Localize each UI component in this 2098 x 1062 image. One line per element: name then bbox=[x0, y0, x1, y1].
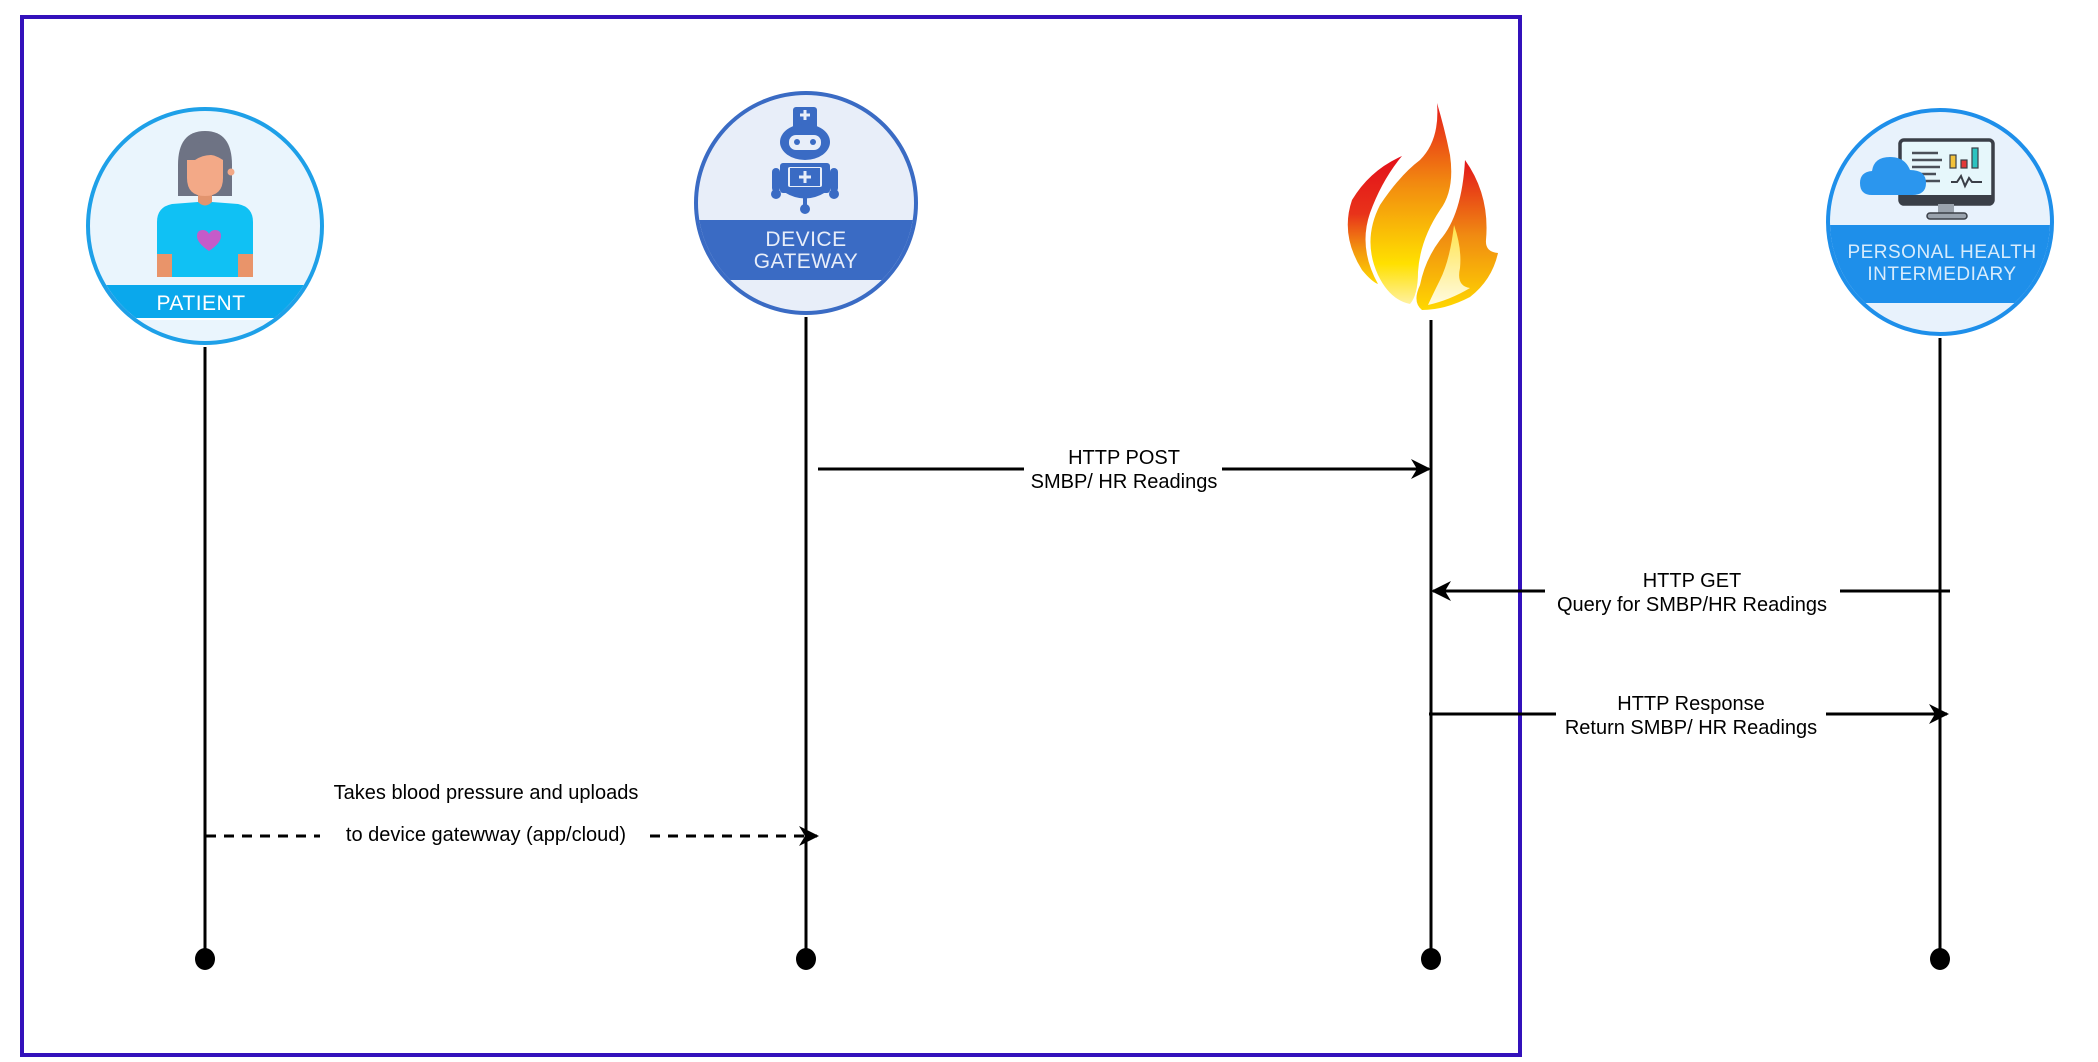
cloud-monitor-dashboard-icon bbox=[1860, 138, 1995, 220]
message-patient-upload-line-1: Takes blood pressure and uploads bbox=[334, 782, 639, 804]
message-http-post-line-2: SMBP/ HR Readings bbox=[1031, 471, 1218, 493]
phi-label-line-1: PERSONAL HEALTH bbox=[1847, 242, 2036, 263]
message-http-response[interactable]: HTTP Response Return SMBP/ HR Readings bbox=[1429, 693, 1949, 739]
lifeline-end-personal-health-intermediary bbox=[1930, 948, 1950, 970]
phi-label-band bbox=[1830, 225, 2050, 303]
message-http-get-line-2: Query for SMBP/HR Readings bbox=[1557, 594, 1827, 616]
message-patient-upload-line-2: to device gatewway (app/cloud) bbox=[346, 824, 626, 846]
actor-patient[interactable]: PATIENT bbox=[80, 107, 340, 345]
actor-personal-health-intermediary[interactable]: PERSONAL HEALTH INTERMEDIARY bbox=[1820, 108, 2060, 336]
gateway-label-band bbox=[698, 220, 914, 280]
actor-fhir-server[interactable] bbox=[1347, 103, 1498, 310]
lifeline-end-patient bbox=[195, 948, 215, 970]
lifeline-end-fhir-server bbox=[1421, 948, 1441, 970]
phi-label-line-2: INTERMEDIARY bbox=[1867, 264, 2016, 285]
message-http-response-line-1: HTTP Response bbox=[1617, 693, 1764, 715]
patient-woman-icon bbox=[157, 131, 253, 277]
message-http-post[interactable]: HTTP POST SMBP/ HR Readings bbox=[818, 447, 1431, 493]
patient-label: PATIENT bbox=[156, 292, 245, 315]
flame-fhir-icon bbox=[1347, 103, 1498, 310]
gateway-label-line-1: DEVICE bbox=[765, 228, 846, 251]
message-http-get[interactable]: HTTP GET Query for SMBP/HR Readings bbox=[1431, 570, 1950, 616]
actor-device-gateway[interactable]: DEVICE GATEWAY bbox=[690, 91, 930, 315]
message-http-response-line-2: Return SMBP/ HR Readings bbox=[1565, 717, 1817, 739]
message-http-get-line-1: HTTP GET bbox=[1643, 570, 1742, 592]
lifeline-end-device-gateway bbox=[796, 948, 816, 970]
system-boundary-frame bbox=[20, 15, 1522, 1057]
message-patient-upload[interactable]: Takes blood pressure and uploads to devi… bbox=[206, 782, 819, 846]
gateway-label-line-2: GATEWAY bbox=[754, 250, 859, 273]
message-http-post-line-1: HTTP POST bbox=[1068, 447, 1180, 469]
robot-medical-icon bbox=[771, 107, 839, 214]
